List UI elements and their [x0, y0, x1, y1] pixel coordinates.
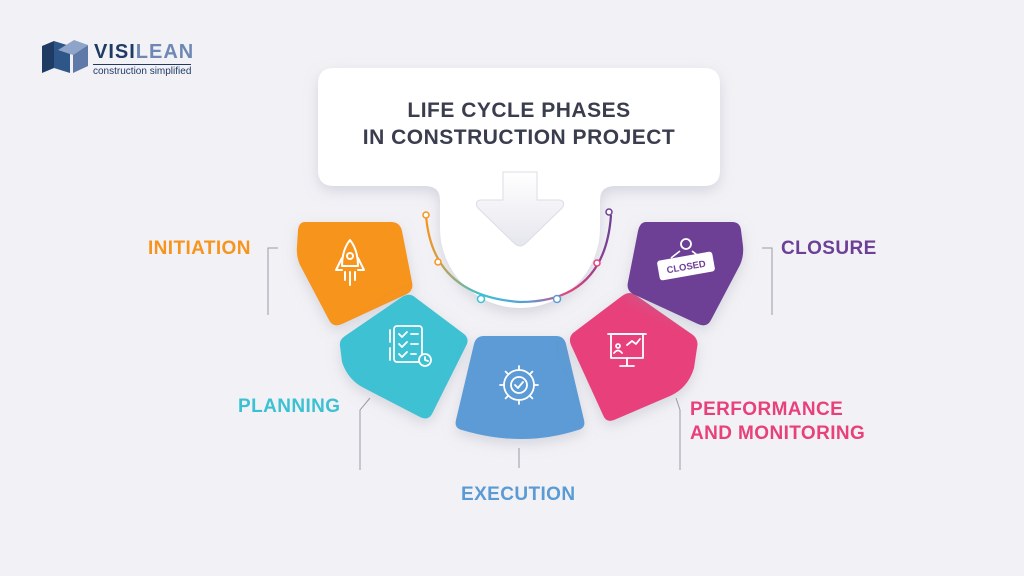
visilean-logo-icon	[42, 40, 88, 73]
phase-planning	[339, 294, 468, 419]
checklist-icon	[389, 325, 432, 367]
arc-node	[552, 294, 562, 304]
phase-label-performance: PERFORMANCE AND MONITORING	[690, 399, 866, 444]
phase-performance	[569, 293, 698, 421]
brand-tagline: construction simplified	[93, 64, 192, 77]
leader-lines	[267, 247, 773, 470]
down-arrow-icon	[475, 171, 565, 247]
diagram-title-line2: IN CONSTRUCTION PROJECT	[362, 126, 676, 149]
phase-label-planning: PLANNING	[238, 396, 341, 417]
connector-arc	[424, 214, 613, 304]
phase-label-execution: EXECUTION	[461, 484, 576, 505]
phase-closure: CLOSED	[627, 222, 744, 326]
arc-node	[434, 258, 442, 266]
phase-label-initiation: INITIATION	[148, 238, 251, 259]
phase-initiation	[296, 222, 413, 326]
rocket-icon	[335, 239, 365, 286]
phase-label-closure: CLOSURE	[781, 238, 877, 259]
arc-node	[476, 294, 486, 304]
arc-node	[593, 259, 601, 267]
presentation-chart-icon	[607, 333, 647, 367]
arc-node	[605, 208, 613, 216]
brand-name: VISILEAN	[94, 41, 195, 63]
closed-sign-icon: CLOSED	[657, 238, 715, 281]
arc-node	[422, 211, 430, 219]
diagram-title-line1: LIFE CYCLE PHASES	[407, 99, 631, 122]
phase-execution	[455, 336, 585, 439]
gear-check-icon	[499, 365, 539, 405]
